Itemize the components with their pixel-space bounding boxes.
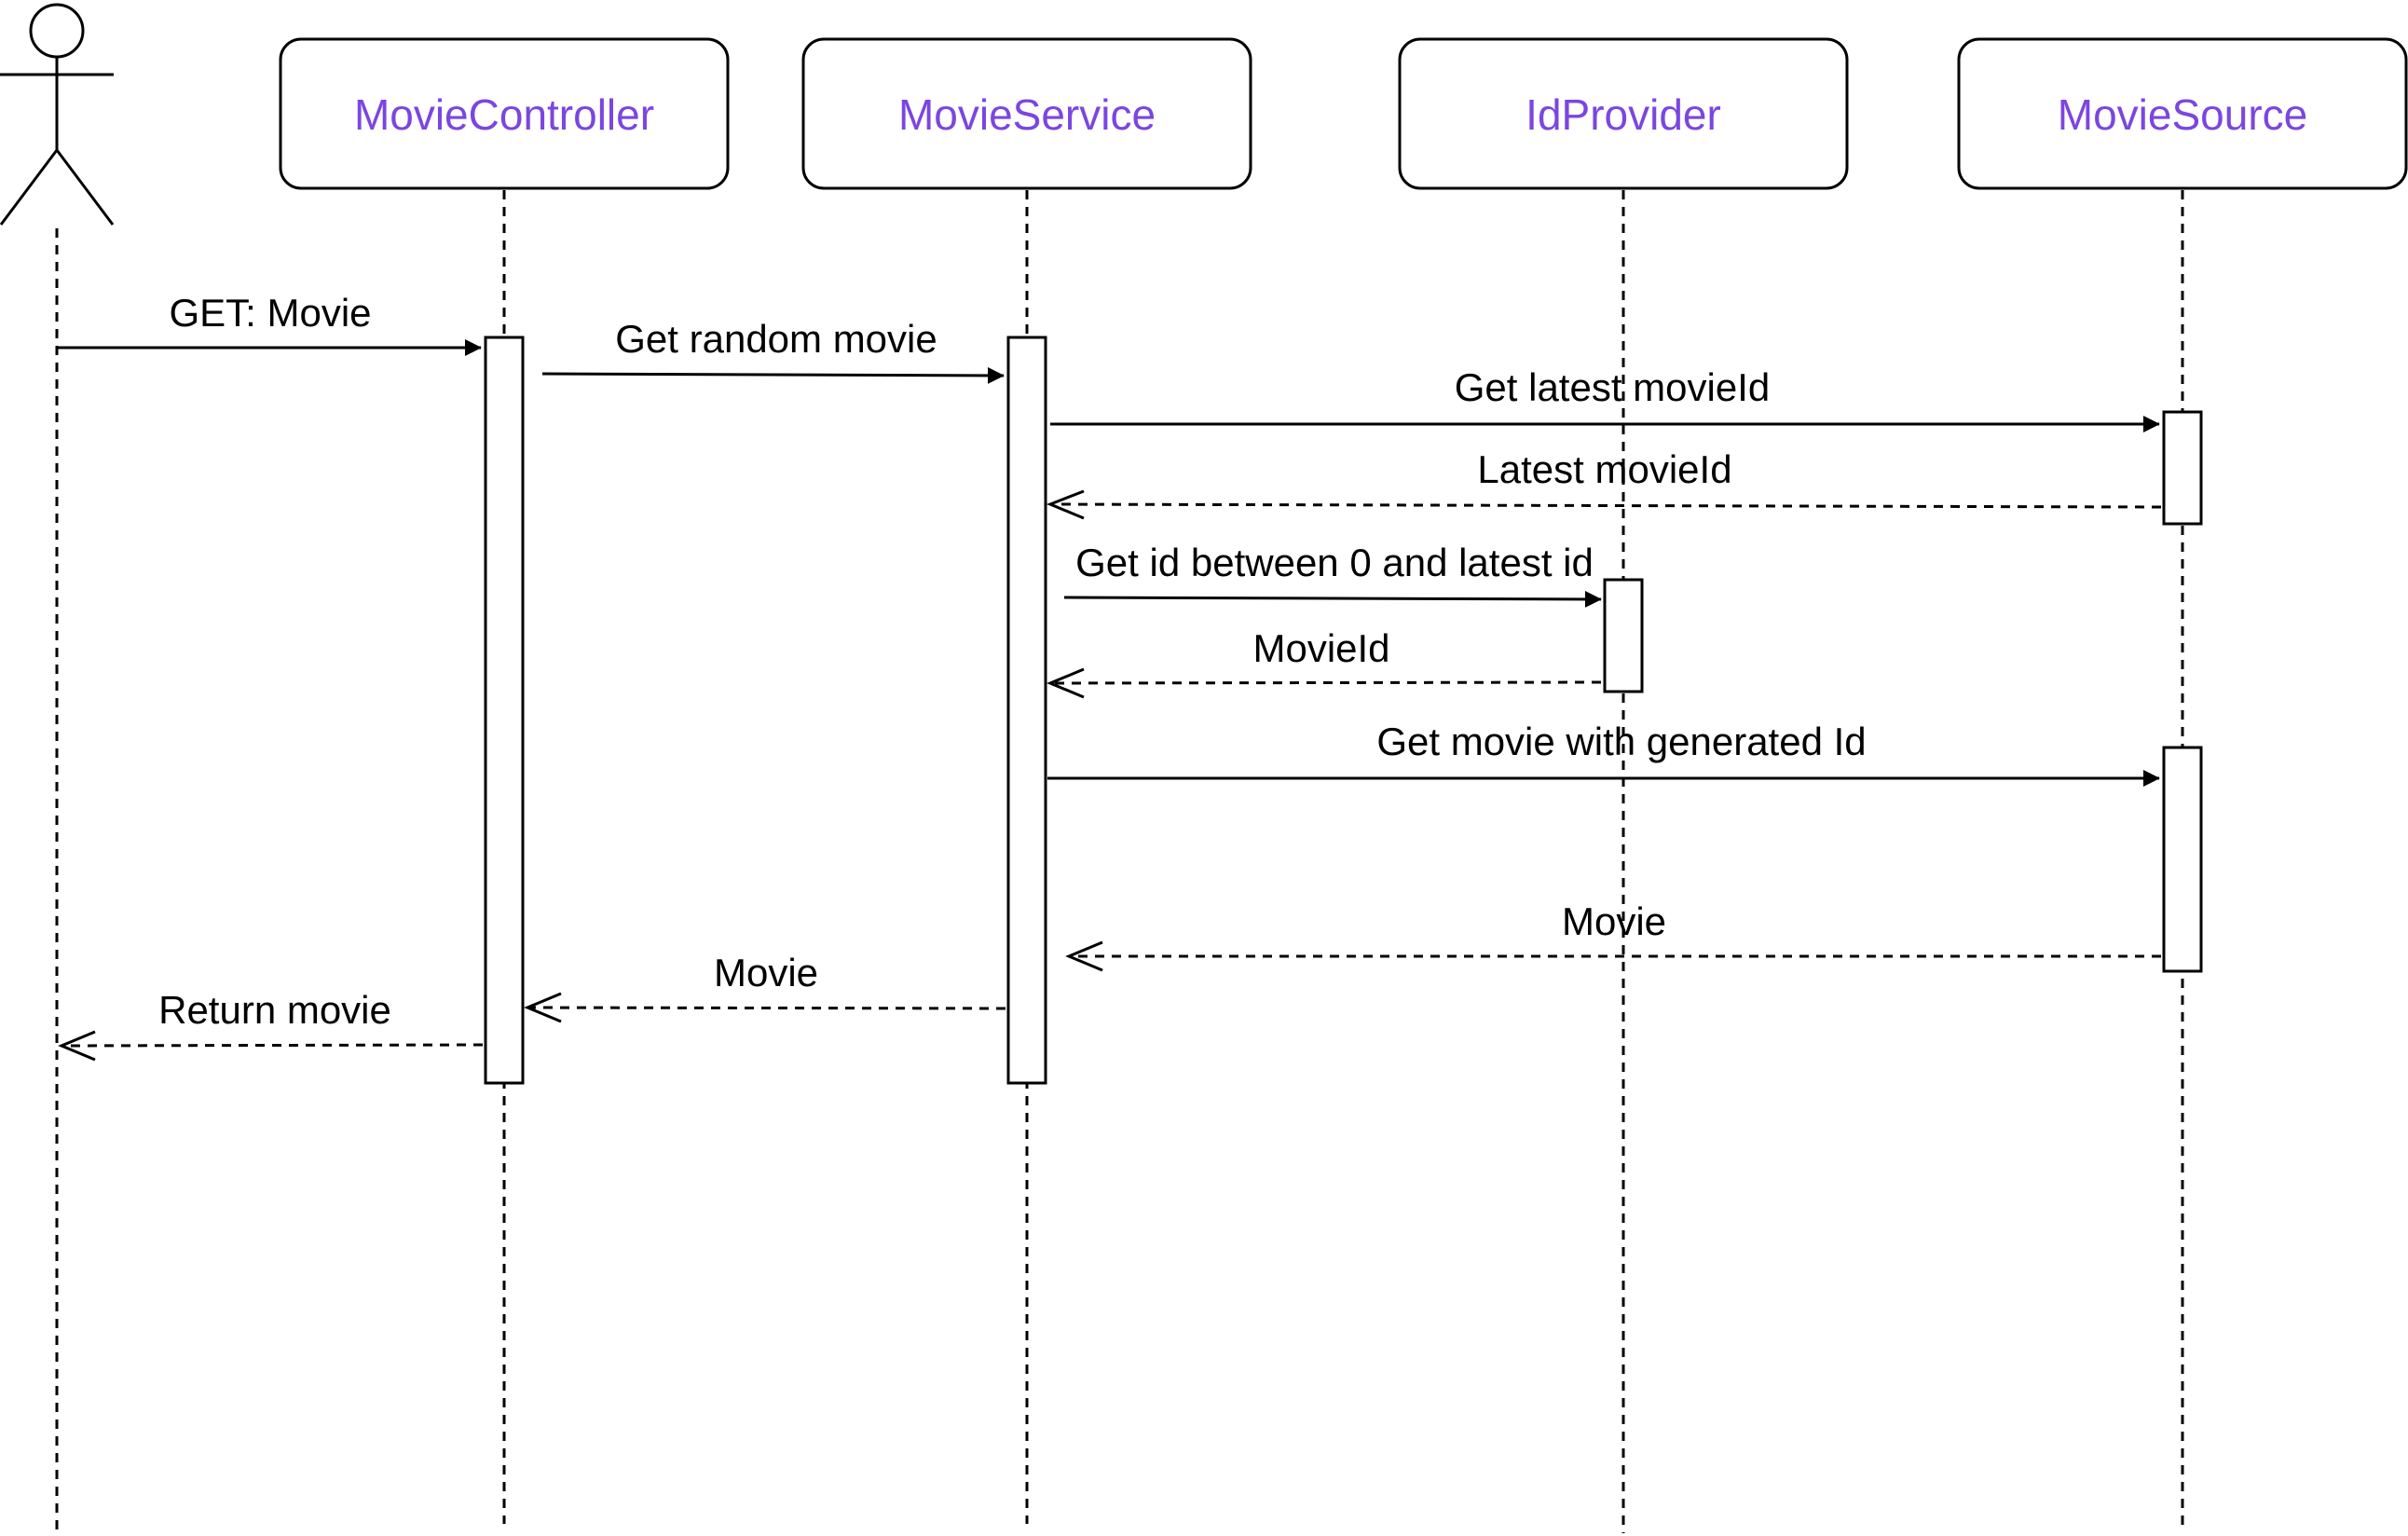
user-actor-icon xyxy=(0,3,115,226)
activation-source-1 xyxy=(2162,410,2203,526)
message-arrow xyxy=(1049,680,1602,685)
message-label: Get id between 0 and latest id xyxy=(1075,541,1594,584)
open-arrowhead xyxy=(1046,489,1085,520)
message-label: Movie xyxy=(1562,899,1666,943)
activation-source-2 xyxy=(2162,746,2203,973)
participant-movie-service: MovieService xyxy=(801,37,1252,190)
participant-movie-controller: MovieController xyxy=(279,37,730,190)
open-arrowhead xyxy=(1047,667,1085,699)
open-arrowhead xyxy=(524,992,562,1023)
message-label: Return movie xyxy=(158,988,391,1032)
participant-movie-source: MovieSource xyxy=(1957,37,2408,190)
message-label: Latest movieId xyxy=(1477,447,1731,491)
message-arrow xyxy=(1049,502,2162,509)
message-label: Get latest movieId xyxy=(1455,365,1770,409)
message-label: Get random movie xyxy=(615,317,937,361)
participant-label: MovieController xyxy=(354,90,654,139)
message-label: Get movie with generated Id xyxy=(1376,720,1866,763)
activation-idprovider xyxy=(1603,578,1644,693)
message-label: GET: Movie xyxy=(169,291,371,335)
participant-label: MovieService xyxy=(898,90,1156,139)
message-arrow xyxy=(61,1043,484,1048)
message-arrow xyxy=(1063,590,1602,608)
participant-label: IdProvider xyxy=(1526,90,1721,139)
message-arrow xyxy=(541,366,1005,384)
message-label: Movie xyxy=(714,951,818,994)
message-label: MovieId xyxy=(1252,626,1389,670)
open-arrowhead xyxy=(58,1030,96,1062)
open-arrowhead xyxy=(1065,940,1103,972)
participant-id-provider: IdProvider xyxy=(1398,37,1849,190)
participant-label: MovieSource xyxy=(2058,90,2307,139)
activation-controller xyxy=(484,336,525,1085)
activation-service xyxy=(1006,336,1047,1085)
